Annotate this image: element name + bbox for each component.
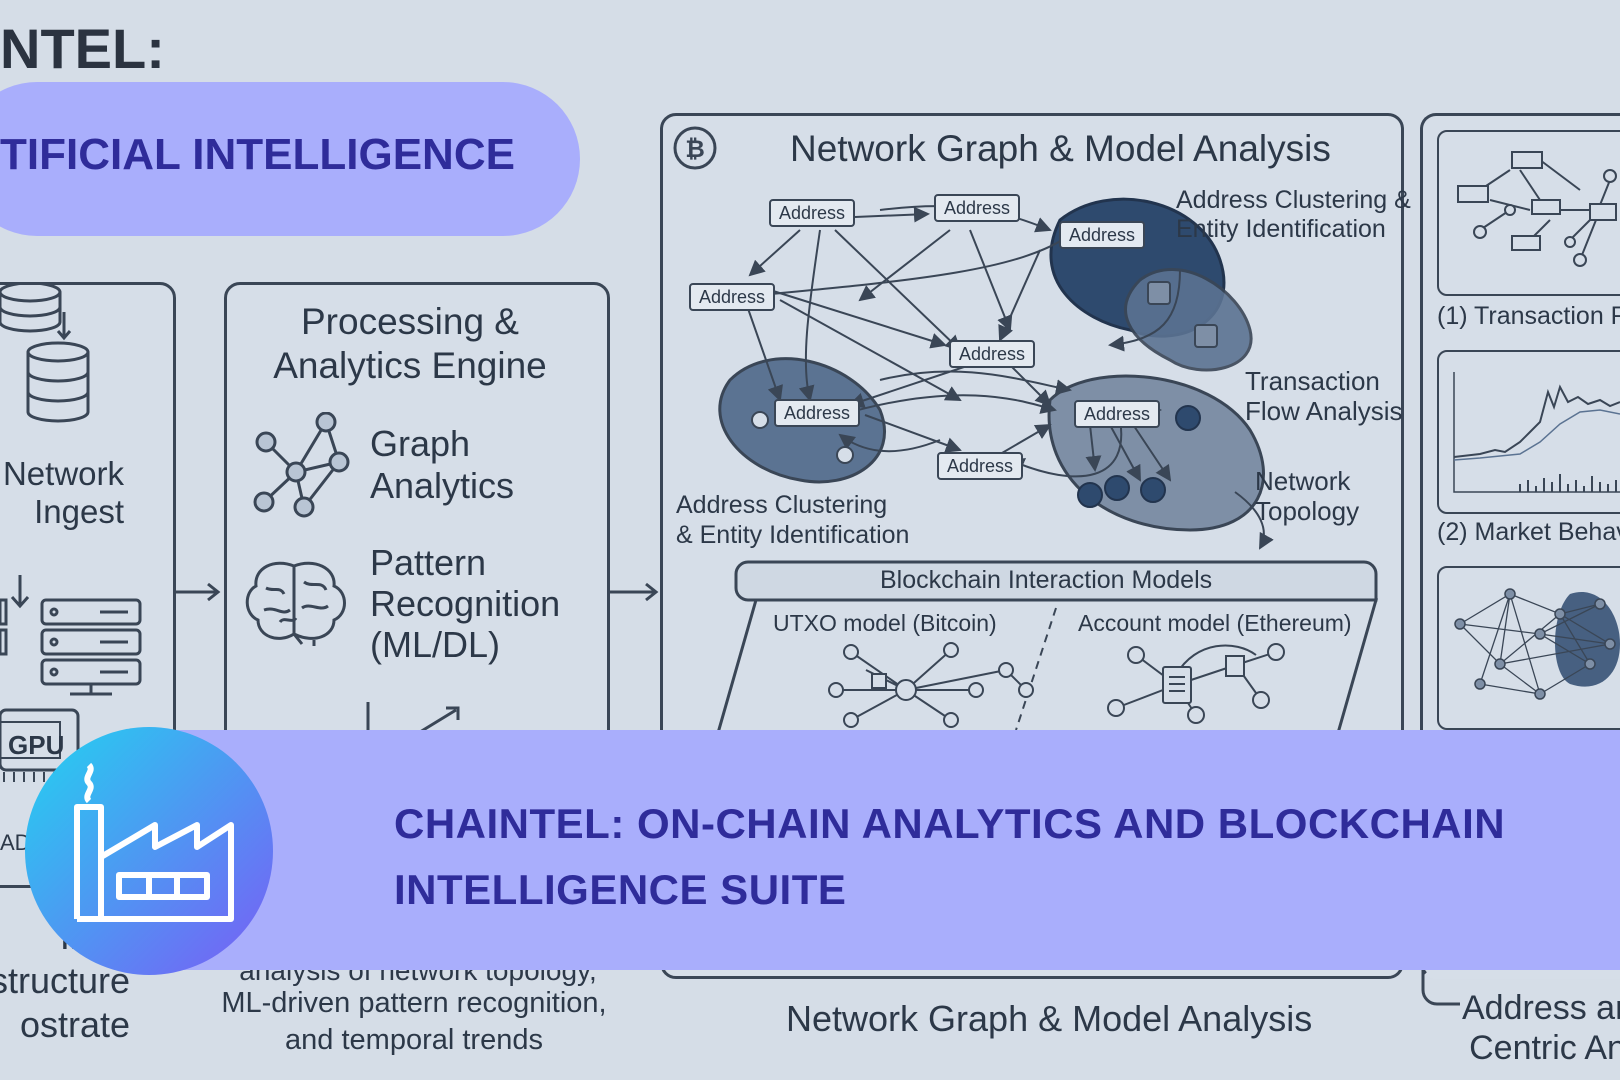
title-banner bbox=[170, 730, 1620, 970]
cluster-label-top: Address Clustering & Entity Identificati… bbox=[1176, 186, 1411, 243]
network-title: Network Graph & Model Analysis bbox=[790, 128, 1331, 169]
processing-title: Processing & Analytics Engine bbox=[273, 301, 547, 386]
address-node-label: Address bbox=[959, 344, 1025, 364]
partial-title: NTEL: bbox=[0, 17, 165, 80]
gpu-label: GPU bbox=[8, 730, 65, 760]
right-item-2-label: (2) Market Behavi bbox=[1437, 518, 1620, 546]
address-node-label: Address bbox=[784, 403, 850, 423]
database-icon bbox=[0, 282, 90, 423]
address-node-label: Address bbox=[699, 287, 765, 307]
factory-icon bbox=[25, 727, 273, 975]
transaction-flow-graph bbox=[1457, 151, 1617, 267]
cluster-label-bottom: Address Clustering & Entity Identificati… bbox=[676, 491, 910, 549]
ai-pill bbox=[0, 82, 580, 236]
gpu-icon bbox=[0, 708, 80, 782]
network-cluster-graph bbox=[1454, 588, 1620, 700]
ai-pill-label: TIFICIAL INTELLIGENCE bbox=[0, 130, 515, 179]
network-caption: Network Graph & Model Analysis bbox=[786, 998, 1313, 1039]
right-bracket bbox=[1421, 940, 1460, 1006]
account-model-label: Account model (Ethereum) bbox=[1078, 610, 1352, 636]
right-caption: Address and Centric Ana bbox=[1462, 989, 1620, 1067]
utxo-model-label: UTXO model (Bitcoin) bbox=[773, 610, 997, 636]
factory-glyph bbox=[74, 762, 234, 922]
address-nodes: Address Address Address Address Address … bbox=[689, 194, 1160, 480]
graph-analytics-label: Graph Analytics bbox=[370, 423, 515, 506]
bitcoin-icon: ₿ bbox=[673, 126, 717, 170]
interaction-models-title: Blockchain Interaction Models bbox=[880, 566, 1213, 594]
flow-analysis-label: Transaction Flow Analysis bbox=[1245, 366, 1403, 426]
processing-caption: ML-driven pattern recognition, and tempo… bbox=[221, 987, 607, 1056]
market-behavior-chart bbox=[1453, 372, 1620, 493]
cluster-right bbox=[1047, 374, 1265, 532]
pattern-recognition-label: Pattern Recognition (ML/DL) bbox=[370, 542, 561, 665]
banner-title-line-2: INTELLIGENCE SUITE bbox=[394, 866, 847, 913]
address-node-label: Address bbox=[944, 198, 1010, 218]
flow-arrow-2 bbox=[608, 582, 659, 602]
topology-label: Network Topology bbox=[1255, 466, 1360, 526]
right-item-1-label: (1) Transaction Fl bbox=[1437, 302, 1620, 330]
flow-arrow-1 bbox=[174, 582, 221, 602]
interaction-models-panel bbox=[716, 560, 1378, 740]
address-graph: Address Address Address Address Address … bbox=[689, 194, 1274, 550]
network-ingest-label: Network Ingest bbox=[2, 455, 124, 530]
banner-title-line-1: CHAINTEL: ON-CHAIN ANALYTICS AND BLOCKCH… bbox=[394, 800, 1506, 847]
graph-analytics-icon bbox=[253, 412, 350, 518]
brain-icon bbox=[245, 561, 346, 646]
cluster-small bbox=[1124, 268, 1253, 372]
server-icon bbox=[0, 575, 142, 696]
address-node-label: Address bbox=[947, 456, 1013, 476]
address-node-label: Address bbox=[1069, 225, 1135, 245]
svg-text:₿: ₿ bbox=[685, 136, 705, 163]
address-node-label: Address bbox=[1084, 404, 1150, 424]
address-node-label: Address bbox=[779, 203, 845, 223]
